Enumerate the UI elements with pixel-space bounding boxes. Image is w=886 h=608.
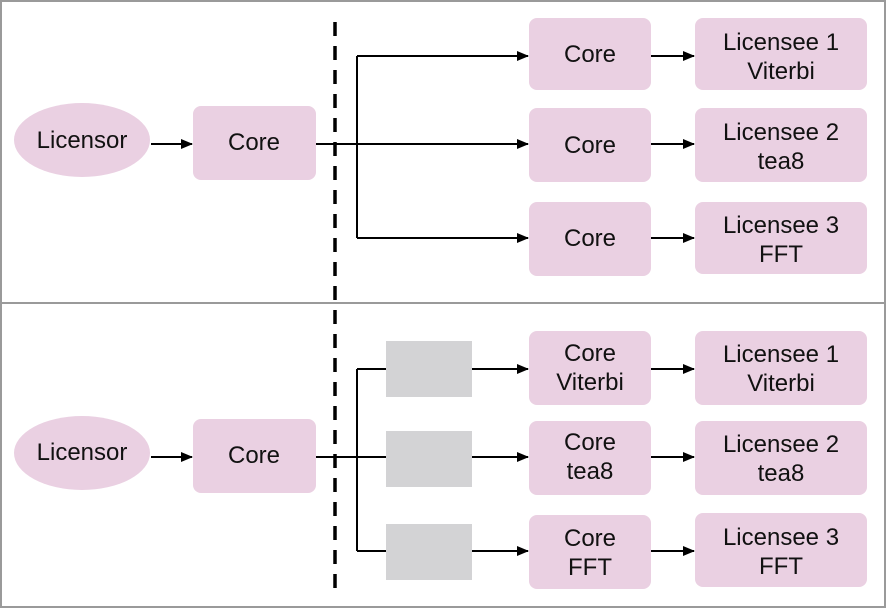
bottom-panel-frame [0, 302, 886, 608]
bottom-target-core-2 [529, 421, 651, 495]
top-licensee-1-line2: Viterbi [747, 58, 815, 85]
bottom-target-core-3-line2: FFT [568, 554, 612, 581]
bottom-target-core-1 [529, 331, 651, 405]
bottom-grey-block-2 [386, 431, 472, 487]
bottom-licensee-2 [695, 421, 867, 495]
top-target-core-3 [529, 202, 651, 276]
bottom-target-core-1-line2: Viterbi [556, 369, 624, 396]
top-licensee-2 [695, 108, 867, 182]
top-licensor-label: Licensor [37, 127, 128, 154]
top-licensor-node [14, 103, 150, 177]
top-licensee-1 [695, 18, 867, 90]
top-target-core-2-label: Core [564, 132, 616, 159]
bottom-licensor-node [14, 416, 150, 490]
bottom-licensee-3-line2: FFT [759, 553, 803, 580]
bottom-grey-block-3 [386, 524, 472, 580]
top-target-core-1 [529, 18, 651, 90]
bottom-licensor-label: Licensor [37, 439, 128, 466]
bottom-core-label: Core [228, 442, 280, 469]
bottom-licensee-1 [695, 331, 867, 405]
bottom-target-core-3 [529, 515, 651, 589]
bottom-licensee-2-line2: tea8 [758, 460, 805, 487]
top-licensee-3-line2: FFT [759, 241, 803, 268]
bottom-core-node [193, 419, 316, 493]
top-licensee-3-line1: Licensee 3 [723, 212, 839, 239]
top-panel: Licensor Core Core Licensee 1 Viterbi Co… [14, 18, 867, 276]
bottom-target-core-2-line2: tea8 [567, 458, 614, 485]
bottom-licensee-1-line1: Licensee 1 [723, 341, 839, 368]
bottom-target-core-3-line1: Core [564, 525, 616, 552]
bottom-target-core-2-line1: Core [564, 429, 616, 456]
bottom-panel: Licensor Core Core Viterbi Licensee 1 Vi… [14, 331, 867, 589]
top-licensee-2-line1: Licensee 2 [723, 119, 839, 146]
top-core-label: Core [228, 129, 280, 156]
top-target-core-3-label: Core [564, 225, 616, 252]
top-target-core-2 [529, 108, 651, 182]
bottom-licensee-1-line2: Viterbi [747, 370, 815, 397]
top-core-node [193, 106, 316, 180]
bottom-licensee-3-line1: Licensee 3 [723, 524, 839, 551]
top-licensee-1-line1: Licensee 1 [723, 29, 839, 56]
bottom-licensee-2-line1: Licensee 2 [723, 431, 839, 458]
top-target-core-1-label: Core [564, 41, 616, 68]
bottom-licensee-3 [695, 513, 867, 587]
top-licensee-3 [695, 202, 867, 274]
bottom-target-core-1-line1: Core [564, 340, 616, 367]
bottom-grey-block-1 [386, 341, 472, 397]
top-licensee-2-line2: tea8 [758, 148, 805, 175]
